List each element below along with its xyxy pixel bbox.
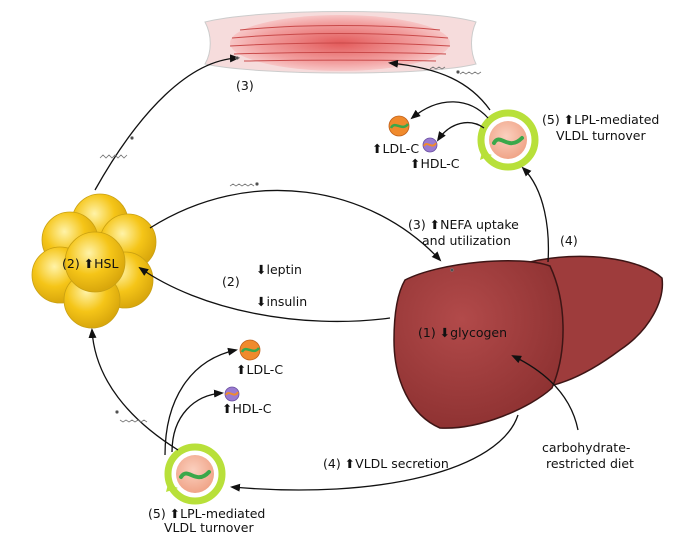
- arrow-diet-to-liver: [511, 355, 579, 431]
- arrow-to-ldl-top: [410, 101, 489, 120]
- lpl-top-label-line1: (5) ⬆LPL-mediated: [542, 112, 659, 127]
- lpl-top-label-line2: VLDL turnover: [556, 128, 646, 143]
- adipose-tissue-icon: [31, 193, 157, 329]
- lpl-bottom-label-line1: (5) ⬆LPL-mediated: [148, 506, 265, 521]
- arrow-adipose-to-liver: [149, 189, 442, 262]
- arrow-lipoprotein-to-muscle: [388, 59, 491, 111]
- hdl-particle-bottom-icon: [224, 386, 240, 402]
- hsl-label: (2) ⬆HSL: [62, 256, 118, 271]
- leptin-insulin-step-label: (2): [222, 274, 240, 289]
- nefa-label-line2: and utilization: [422, 233, 511, 248]
- arrow-adipose-to-muscle: [94, 54, 240, 191]
- vldl-secretion-label: (4) ⬆VLDL secretion: [323, 456, 449, 471]
- lipoprotein-top-icon: [477, 109, 539, 171]
- ldl-bottom-label: ⬆LDL-C: [236, 362, 283, 377]
- liver-step4-label: (4): [560, 233, 578, 248]
- arrow-liver-to-lipoprotein-top: [521, 166, 550, 263]
- diet-label-line2: restricted diet: [546, 456, 634, 471]
- nefa-label-line1: (3) ⬆NEFA uptake: [408, 217, 519, 232]
- arrow-to-hdl-top: [436, 122, 485, 142]
- muscle-icon: [204, 11, 477, 74]
- lpl-bottom-label-line2: VLDL turnover: [164, 520, 254, 535]
- arrow-liver-to-lipoprotein-bottom: [230, 414, 519, 492]
- hdl-top-label: ⬆HDL-C: [410, 156, 460, 171]
- flow-squiggles: [99, 56, 482, 423]
- ldl-particle-top-icon: [388, 115, 410, 137]
- arrow-to-ldl-bottom: [164, 347, 238, 456]
- diet-label-line1: carbohydrate-: [542, 440, 630, 455]
- hdl-bottom-label: ⬆HDL-C: [222, 401, 272, 416]
- ldl-top-label: ⬆LDL-C: [372, 141, 419, 156]
- muscle-step-label: (3): [236, 78, 254, 93]
- arrow-liver-to-adipose: [138, 266, 391, 323]
- insulin-label: ⬇insulin: [256, 294, 307, 309]
- glycogen-label: (1) ⬇glycogen: [418, 325, 507, 340]
- lipoprotein-bottom-icon: [164, 443, 226, 505]
- arrow-lipoprotein-to-adipose: [88, 328, 179, 451]
- hdl-particle-top-icon: [422, 137, 438, 153]
- liver-icon: [393, 255, 664, 429]
- leptin-label: ⬇leptin: [256, 262, 302, 277]
- arrows: [88, 54, 579, 492]
- arrow-to-hdl-bottom: [171, 389, 224, 453]
- ldl-particle-bottom-icon: [239, 339, 261, 361]
